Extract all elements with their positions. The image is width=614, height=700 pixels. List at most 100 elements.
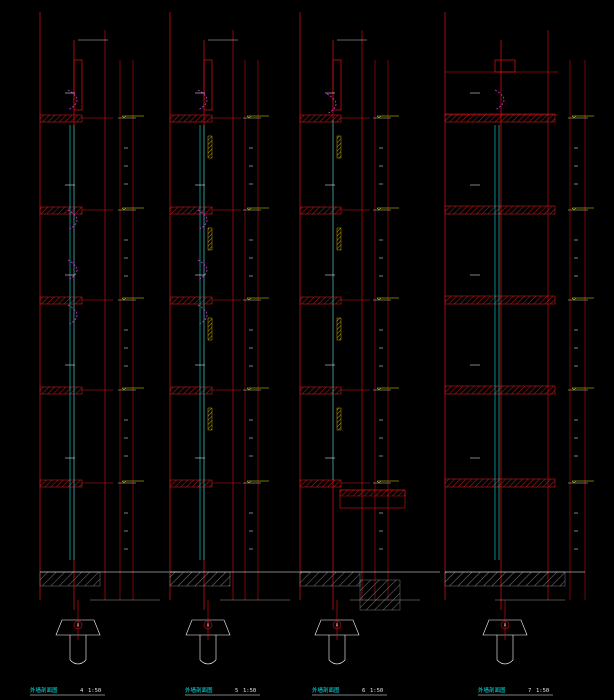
wall-insulation [336, 135, 342, 159]
detail-callout [67, 259, 78, 281]
level-marker [246, 387, 252, 391]
detail-callout [67, 304, 78, 326]
floor-slab [299, 206, 342, 215]
detail-callout [197, 259, 208, 281]
level-marker [246, 297, 252, 301]
parapet [73, 59, 83, 111]
floor-slab [299, 114, 342, 123]
level-marker [376, 115, 382, 119]
section-scale: 1:50 [243, 688, 256, 694]
pile-end [69, 659, 87, 665]
axis-bubble [73, 620, 83, 630]
footing [482, 619, 528, 636]
axis-label: A [336, 623, 339, 629]
wall-insulation [207, 317, 213, 341]
level-marker [121, 297, 127, 301]
pile-end [199, 659, 217, 665]
level-marker [246, 480, 252, 484]
wall-insulation [207, 135, 213, 159]
detail-callout [67, 209, 78, 231]
wall-insulation [207, 227, 213, 251]
floor-slab [169, 479, 213, 488]
section-title-text: 外墙剖面图 [312, 686, 340, 694]
canopy-slab [339, 489, 406, 497]
wall-section-4: A [39, 12, 180, 665]
detail-callout [197, 304, 208, 326]
floor-slab [444, 478, 556, 488]
section-title-4: 外墙剖面图 4 1:50 [30, 686, 105, 696]
floor-slab [444, 205, 556, 215]
floor-slab [299, 479, 342, 488]
axis-bubble [500, 620, 510, 630]
pile-end [496, 659, 514, 665]
level-marker [376, 297, 382, 301]
section-id: 6 [362, 688, 365, 694]
floor-slab [39, 386, 83, 395]
level-marker [571, 297, 577, 301]
wall-section-6: A [299, 12, 440, 665]
wall-section-7: A [444, 12, 594, 665]
level-marker [121, 480, 127, 484]
basement-fill [359, 579, 401, 611]
section-title-text: 外墙剖面图 [30, 686, 58, 694]
footing [314, 619, 360, 636]
axis-bubble [203, 620, 213, 630]
section-title-6: 外墙剖面图 6 1:50 [312, 686, 387, 696]
floor-slab [444, 385, 556, 395]
section-id: 5 [235, 688, 238, 694]
section-scale: 1:50 [88, 688, 101, 694]
detail-callout [67, 89, 78, 111]
ground-fill [39, 571, 101, 587]
detail-callout [494, 89, 505, 111]
floor-slab [39, 479, 83, 488]
level-marker [376, 480, 382, 484]
detail-callout [197, 209, 208, 231]
level-marker [121, 387, 127, 391]
footing [55, 619, 101, 636]
floor-slab [169, 114, 213, 123]
level-marker [246, 207, 252, 211]
level-marker [121, 207, 127, 211]
parapet [332, 59, 342, 111]
axis-label: A [77, 623, 80, 629]
section-scale: 1:50 [536, 688, 549, 694]
wall-section-5: A [169, 12, 310, 665]
floor-slab [444, 295, 556, 305]
section-id: 4 [80, 688, 84, 694]
level-marker [571, 480, 577, 484]
section-id: 7 [528, 688, 531, 694]
level-marker [571, 387, 577, 391]
detail-callout [197, 89, 208, 111]
footing [185, 619, 231, 636]
floor-slab [299, 296, 342, 305]
parapet [203, 59, 213, 111]
floor-slab [39, 296, 83, 305]
section-title-7: 外墙剖面图 7 1:50 [478, 686, 553, 696]
ground-fill [299, 571, 361, 587]
level-marker [571, 115, 577, 119]
floor-slab [169, 206, 213, 215]
floor-slab [444, 113, 556, 123]
floor-slab [169, 296, 213, 305]
axis-label: A [504, 623, 507, 629]
parapet [494, 59, 516, 73]
floor-slab [299, 386, 342, 395]
floor-slab [39, 206, 83, 215]
level-marker [376, 207, 382, 211]
axis-bubble [332, 620, 342, 630]
level-marker [121, 115, 127, 119]
wall-insulation [336, 227, 342, 251]
floor-slab [169, 386, 213, 395]
pile-end [328, 659, 346, 665]
ground-fill [169, 571, 231, 587]
section-title-text: 外墙剖面图 [478, 686, 506, 694]
section-scale: 1:50 [370, 688, 383, 694]
wall-insulation [207, 407, 213, 431]
axis-label: A [207, 623, 210, 629]
ground-fill [444, 571, 566, 587]
wall-insulation [336, 317, 342, 341]
floor-slab [39, 114, 83, 123]
